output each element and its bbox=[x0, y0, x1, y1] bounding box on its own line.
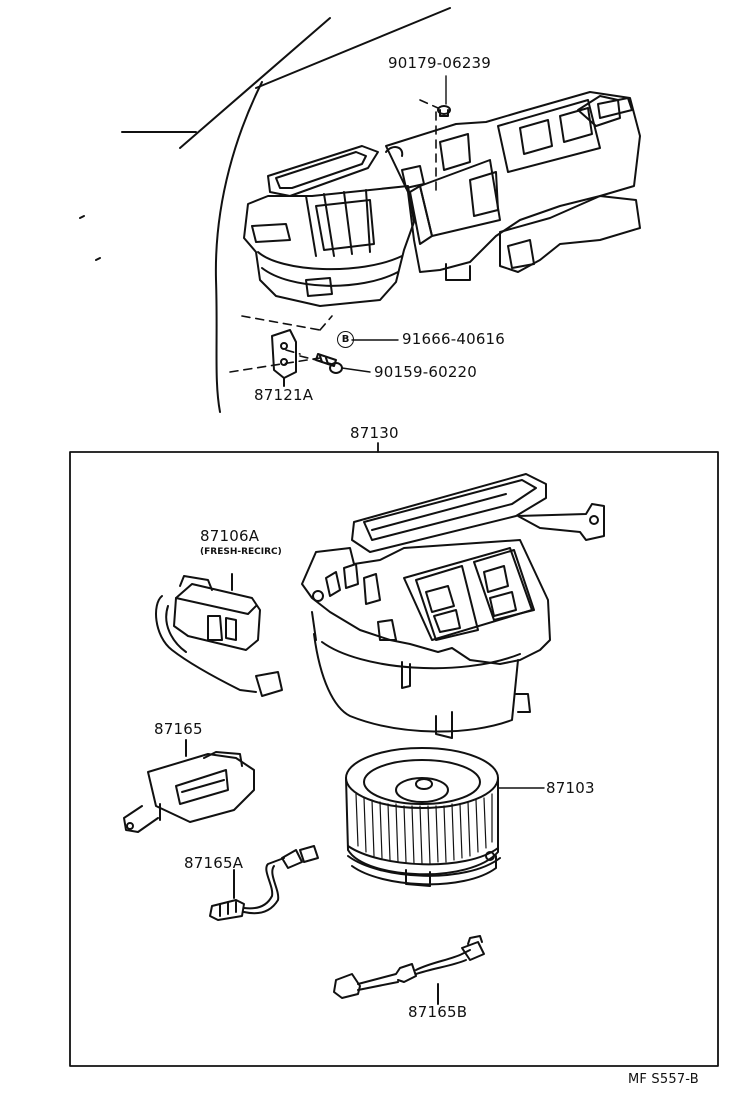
part-label-87165b: 87165B bbox=[408, 1003, 468, 1021]
b-marker-icon: B bbox=[337, 331, 354, 348]
part-label-90159-60220: 90159-60220 bbox=[374, 363, 478, 381]
blower-motor-drawing bbox=[345, 747, 501, 887]
footer-code: MF S557-B bbox=[628, 1072, 699, 1087]
screw-drawing bbox=[315, 353, 343, 374]
part-label-87165: 87165 bbox=[154, 720, 203, 738]
servo-motor-drawing bbox=[155, 573, 283, 697]
part-label-87121a: 87121A bbox=[254, 386, 314, 404]
wire-harness-a-drawing bbox=[209, 845, 319, 921]
part-label-87165a: 87165A bbox=[184, 854, 244, 872]
dashboard-outline bbox=[79, 7, 451, 413]
part-label-90179-06239: 90179-06239 bbox=[388, 54, 492, 72]
wire-harness-b-drawing bbox=[333, 935, 485, 1005]
heater-case-top bbox=[243, 91, 641, 307]
part-label-87103: 87103 bbox=[546, 779, 595, 797]
assembly-box bbox=[69, 442, 719, 1067]
leader-lines-top bbox=[341, 75, 447, 373]
bracket-87121a-drawing bbox=[271, 329, 297, 387]
resistor-drawing bbox=[123, 739, 255, 833]
part-label-87106a: 87106A bbox=[200, 527, 260, 545]
part-note-fresh-recirc: (FRESH-RECIRC) bbox=[200, 547, 282, 557]
assembly-label-87130: 87130 bbox=[350, 424, 399, 442]
part-label-91666-40616: 91666-40616 bbox=[402, 330, 506, 348]
blower-unit-drawing bbox=[301, 473, 605, 739]
